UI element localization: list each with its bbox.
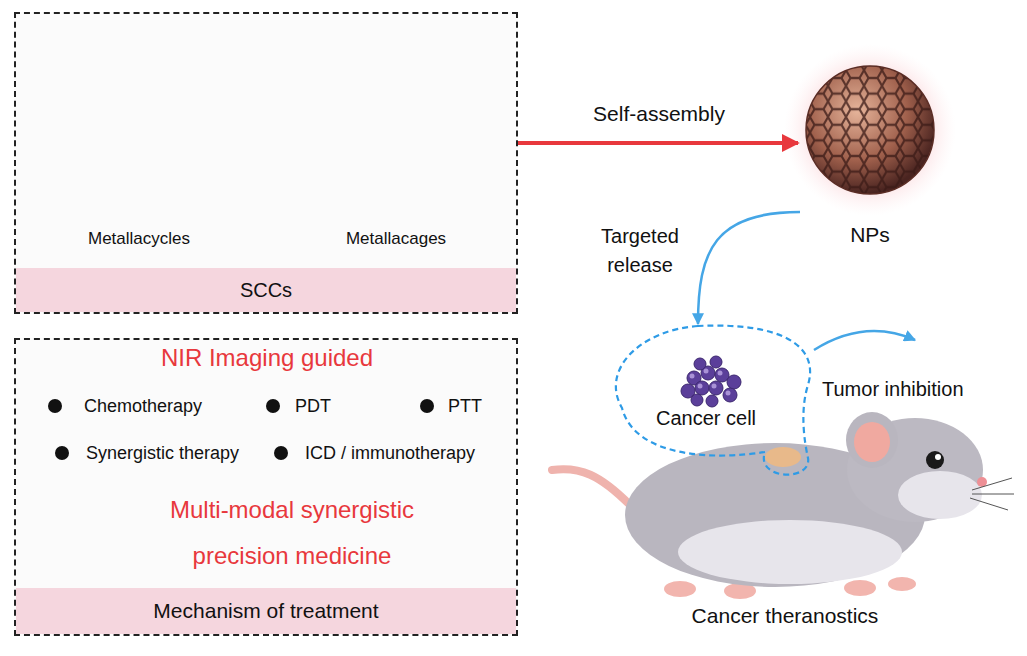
connector-arrow — [518, 141, 798, 145]
figure-caption-label: Cancer theranostics — [692, 603, 879, 628]
pink-band: SCCs — [16, 268, 516, 312]
therapy-item: PTT — [448, 396, 482, 418]
nanoparticle-sphere: NPs — [800, 62, 940, 252]
tumor-outline — [605, 322, 820, 477]
structure-label: Metallacages — [346, 229, 446, 249]
therapy-item: Chemotherapy — [84, 396, 202, 418]
pink-band: Mechanism of treatment — [16, 588, 516, 634]
edge-label: Self-assembly — [593, 101, 725, 126]
connector-arrow — [698, 212, 800, 324]
bullet-dot — [420, 399, 434, 413]
outcome-label: Tumor inhibition — [822, 377, 964, 401]
tumor-region: Cancer cell — [605, 322, 820, 477]
therapy-item: ICD / immunotherapy — [305, 443, 475, 465]
band-title: SCCs — [240, 278, 292, 302]
band-title: Mechanism of treatment — [153, 598, 378, 623]
section-heading: NIR Imaging guided — [161, 344, 373, 373]
dashed-group-box: Metallacycles MetallacagesSCCs — [14, 12, 518, 314]
therapy-item: Synergistic therapy — [86, 443, 239, 465]
cell-label: Cancer cell — [656, 406, 756, 430]
bullet-dot — [274, 446, 288, 460]
bullet-dot — [48, 399, 62, 413]
structure-label: Metallacycles — [88, 229, 190, 249]
bullet-dot — [55, 446, 69, 460]
section-heading: Multi-modal synergistic precision medici… — [142, 487, 442, 579]
bullet-dot — [266, 399, 280, 413]
edge-label: Targeted release — [584, 222, 696, 280]
dashed-group-box: NIR Imaging guidedChemotherapy PDT PTT Syne… — [14, 338, 518, 636]
nanoparticle-label: NPs — [850, 222, 890, 247]
therapy-item: PDT — [295, 396, 331, 418]
